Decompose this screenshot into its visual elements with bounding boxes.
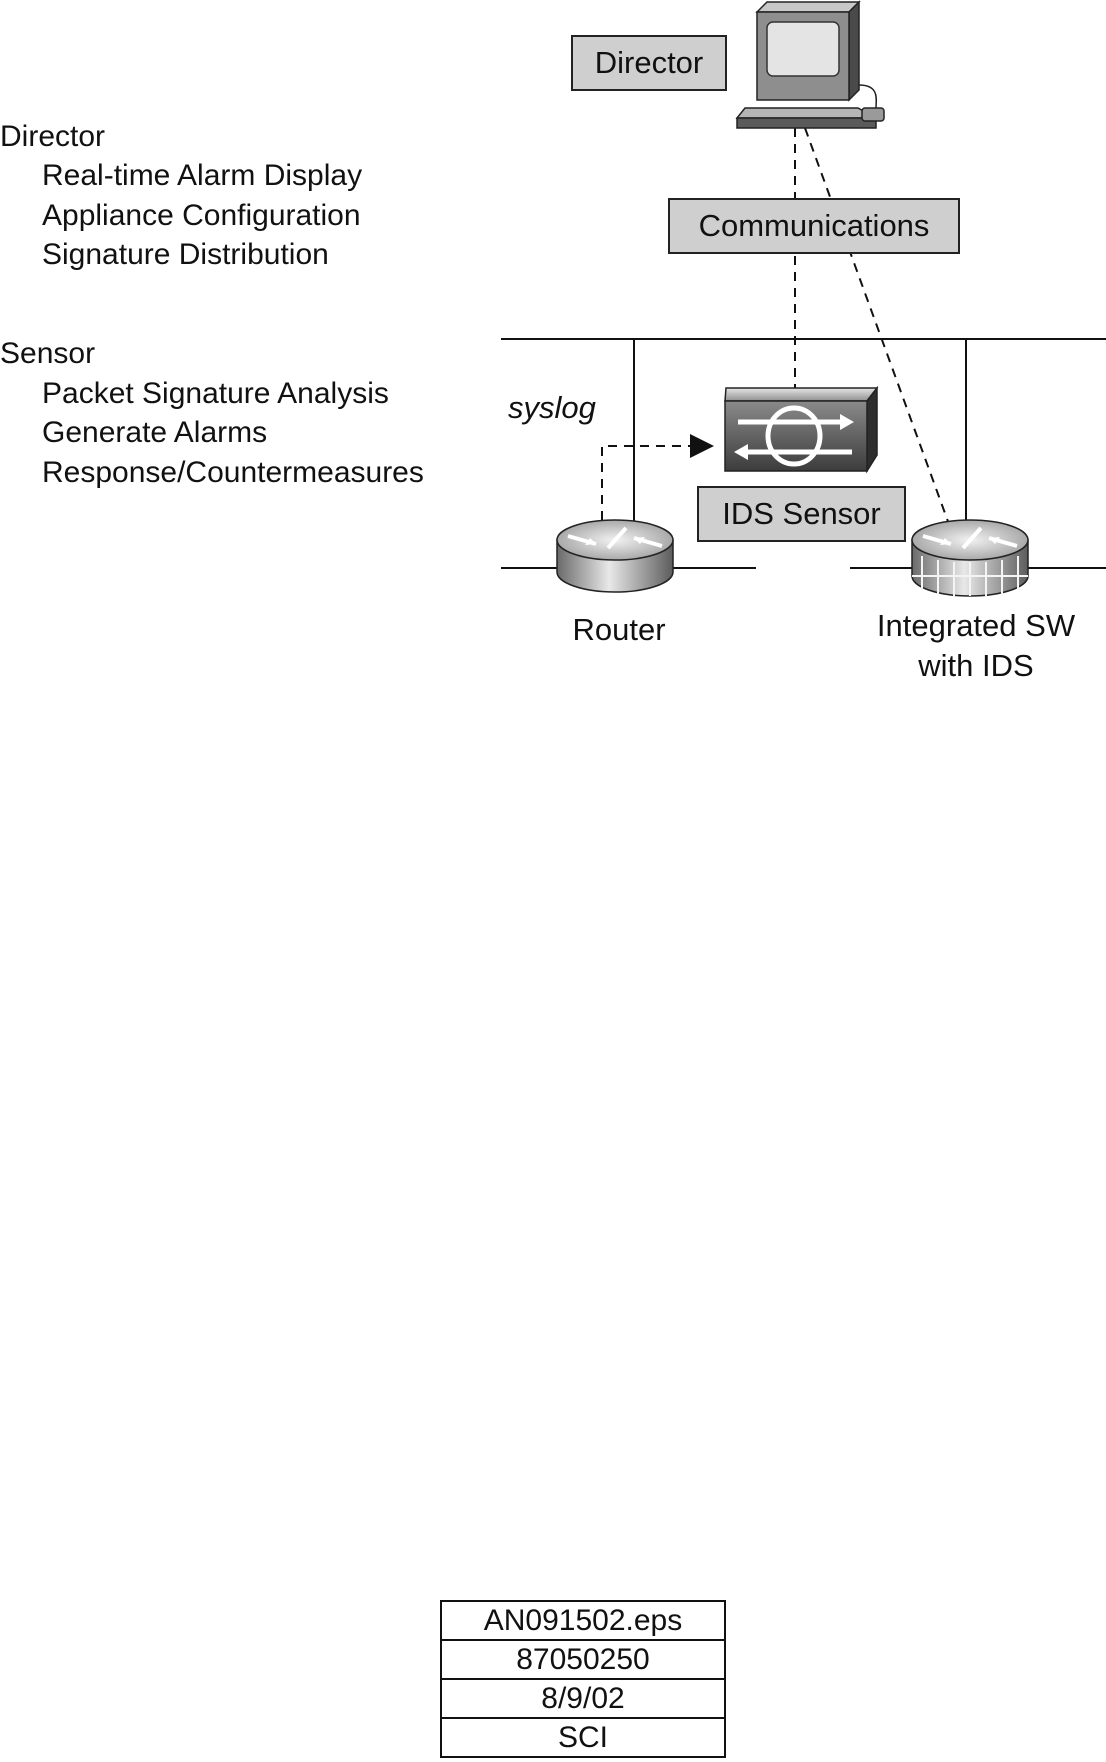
router-icon — [556, 519, 674, 593]
network-diagram — [501, 0, 1106, 597]
director-item: Appliance Configuration — [42, 199, 361, 232]
syslog-arrow — [601, 434, 714, 520]
sensor-item: Generate Alarms — [42, 416, 268, 449]
sensor-item: Packet Signature Analysis — [42, 377, 389, 410]
sensor-heading: Sensor — [0, 337, 96, 370]
workstation-icon — [735, 0, 885, 129]
file-info-cell: 8/9/02 — [440, 1678, 726, 1719]
file-info-cell: 87050250 — [440, 1639, 726, 1680]
file-info-cell: SCI — [440, 1717, 726, 1758]
router-label: Router — [572, 612, 666, 647]
director-heading: Director — [0, 120, 106, 153]
communications-label-box: Communications — [668, 198, 960, 254]
director-item: Signature Distribution — [42, 238, 329, 271]
dashed-link-director-switch — [804, 127, 951, 528]
ids-sensor-icon — [724, 385, 879, 474]
director-item: Real-time Alarm Display — [42, 159, 363, 192]
syslog-label: syslog — [508, 390, 596, 425]
director-label-box: Director — [571, 35, 727, 91]
sensor-item: Response/Countermeasures — [42, 456, 424, 489]
integrated-switch-icon — [911, 519, 1029, 597]
file-info-table: AN091502.eps 87050250 8/9/02 SCI — [440, 1600, 726, 1758]
ids-sensor-label-box: IDS Sensor — [697, 486, 906, 542]
integrated-switch-label-line1: Integrated SW — [876, 608, 1076, 643]
integrated-switch-label-line2: with IDS — [918, 648, 1034, 683]
network-vertical-links — [633, 339, 967, 540]
file-info-cell: AN091502.eps — [440, 1600, 726, 1641]
